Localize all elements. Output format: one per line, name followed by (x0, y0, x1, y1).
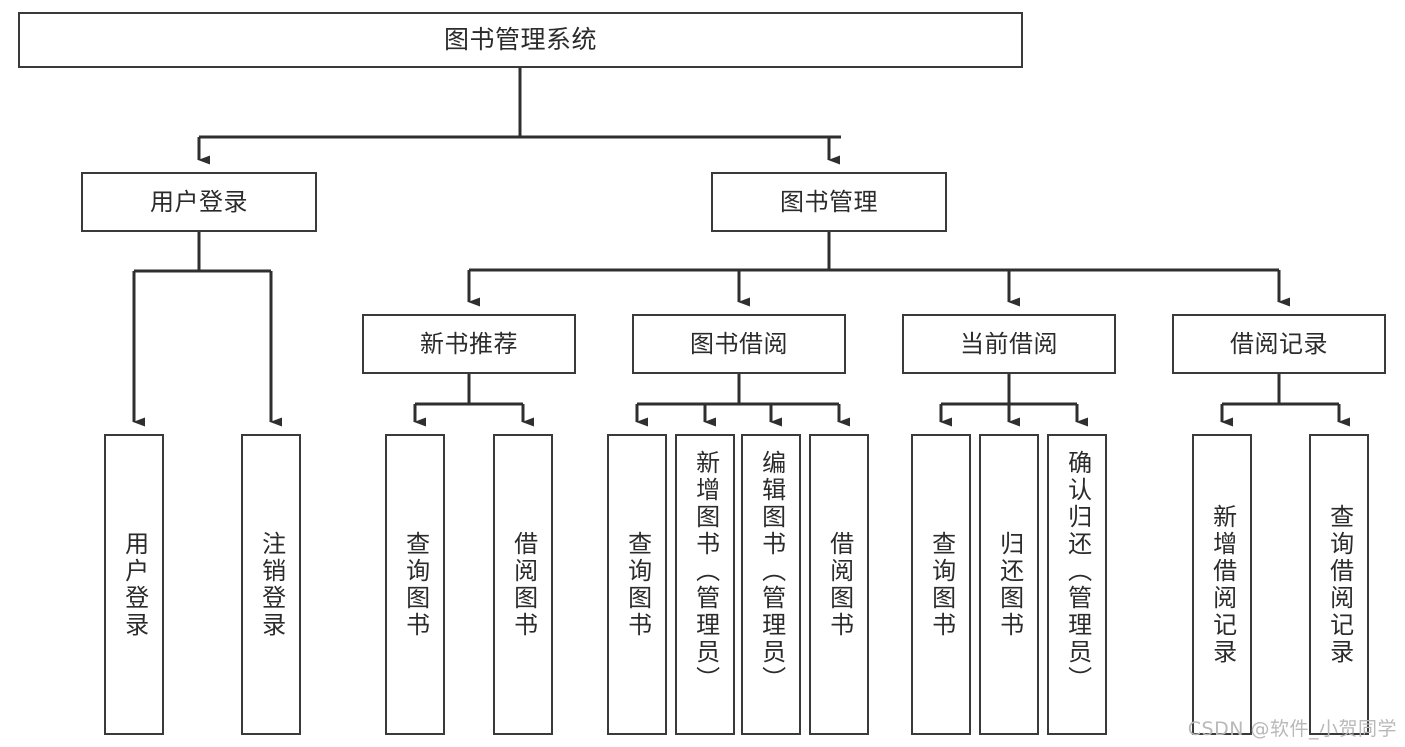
leaf-add-book-admin[interactable]: 新增图书（管理员） (675, 434, 735, 735)
leaf-confirm-return-admin[interactable]: 确认归还（管理员） (1047, 434, 1107, 735)
node-current-borrow[interactable]: 当前借阅 (902, 314, 1116, 374)
node-label: 新书推荐 (420, 329, 518, 358)
leaf-user-login[interactable]: 用户登录 (104, 434, 164, 735)
leaf-query-borrow-record[interactable]: 查询借阅记录 (1309, 434, 1369, 735)
leaf-logout[interactable]: 注销登录 (241, 434, 301, 735)
node-label: 注销登录 (257, 530, 286, 639)
leaf-query-book-nb[interactable]: 查询图书 (385, 434, 445, 735)
node-label: 借阅图书 (825, 530, 854, 639)
leaf-edit-book-admin[interactable]: 编辑图书（管理员） (741, 434, 801, 735)
node-label: 用户登录 (150, 187, 248, 216)
node-label: 确认归还（管理员） (1063, 450, 1092, 693)
node-label: 新增借阅记录 (1208, 503, 1237, 666)
leaf-borrow-book-bb[interactable]: 借阅图书 (809, 434, 869, 735)
leaf-query-book-cb[interactable]: 查询图书 (911, 434, 971, 735)
node-label: 新增图书（管理员） (691, 450, 720, 693)
leaf-borrow-book-nb[interactable]: 借阅图书 (493, 434, 553, 735)
node-book-borrow[interactable]: 图书借阅 (632, 314, 846, 374)
node-label: 借阅记录 (1230, 329, 1328, 358)
node-label: 查询图书 (623, 530, 652, 639)
node-label: 查询借阅记录 (1325, 503, 1354, 666)
node-label: 编辑图书（管理员） (757, 450, 786, 693)
node-label: 归还图书 (995, 530, 1024, 639)
node-root-system[interactable]: 图书管理系统 (18, 12, 1023, 68)
node-label: 图书管理 (780, 187, 878, 216)
leaf-query-book-bb[interactable]: 查询图书 (607, 434, 667, 735)
node-label: 图书管理系统 (443, 25, 597, 55)
node-book-management[interactable]: 图书管理 (711, 172, 947, 232)
node-borrow-record[interactable]: 借阅记录 (1172, 314, 1386, 374)
leaf-add-borrow-record[interactable]: 新增借阅记录 (1192, 434, 1252, 735)
node-label: 查询图书 (927, 530, 956, 639)
node-label: 借阅图书 (509, 530, 538, 639)
node-label: 当前借阅 (960, 329, 1058, 358)
leaf-return-book[interactable]: 归还图书 (979, 434, 1039, 735)
node-label: 图书借阅 (690, 329, 788, 358)
csdn-watermark: CSDN @软件_小贺同学 (1187, 718, 1397, 740)
node-user-login[interactable]: 用户登录 (81, 172, 317, 232)
node-new-book-recommend[interactable]: 新书推荐 (362, 314, 576, 374)
node-label: 查询图书 (401, 530, 430, 639)
node-label: 用户登录 (120, 530, 149, 639)
